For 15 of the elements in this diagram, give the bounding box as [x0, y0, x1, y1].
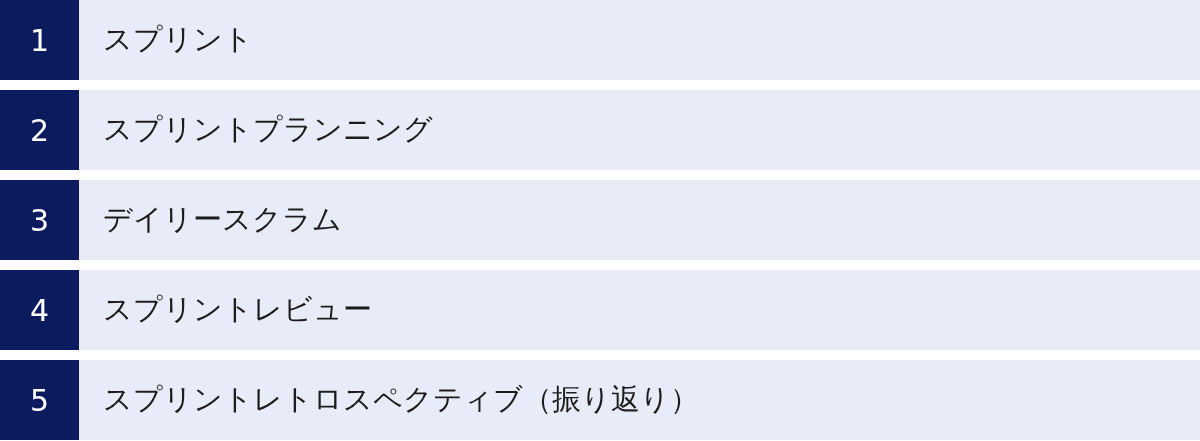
step-label: スプリント: [103, 21, 253, 58]
step-number-block: 2: [0, 90, 79, 170]
step-number-block: 5: [0, 360, 79, 440]
step-number-block: 3: [0, 180, 79, 260]
step-row: [0, 180, 1200, 260]
step-label: スプリントレビュー: [103, 291, 372, 328]
step-row: [0, 90, 1200, 170]
step-row: [0, 270, 1200, 350]
step-number-block: 1: [0, 0, 79, 80]
step-number-block: 4: [0, 270, 79, 350]
step-row: [0, 360, 1200, 440]
step-label: デイリースクラム: [103, 201, 342, 238]
step-label: スプリントプランニング: [103, 111, 433, 148]
step-row: [0, 0, 1200, 80]
step-label: スプリントレトロスペクティブ（振り返り）: [103, 381, 699, 418]
